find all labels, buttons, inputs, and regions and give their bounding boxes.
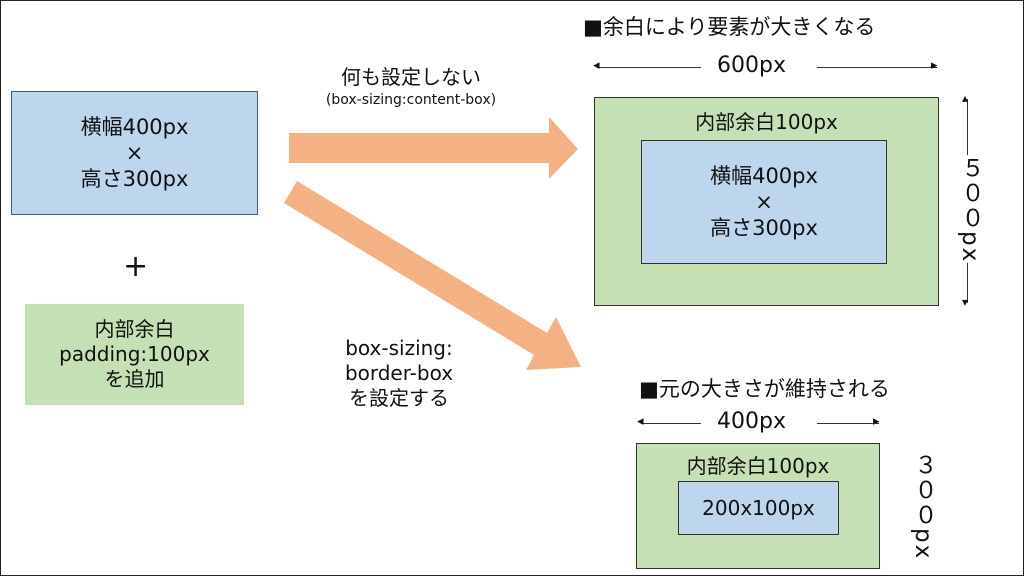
height-dimension-line-top-lower: [967, 263, 968, 303]
top-height-label: ５００px: [957, 156, 983, 264]
arrow-content-box: [289, 117, 578, 179]
arrowhead-left-top: ◂: [593, 58, 600, 73]
padding-box: 内部余白 padding:100px を追加: [25, 304, 244, 405]
arrowhead-down-top: ▾: [962, 295, 969, 309]
content-box-padding-label: 内部余白100px: [695, 110, 838, 134]
width-dimension-line-bottom-left: [641, 423, 701, 424]
result-top-heading: ■余白により要素が大きくなる: [583, 15, 876, 39]
no-setting-text: 何も設定しない: [341, 65, 481, 89]
border-box-outer: 内部余白100px: [636, 443, 880, 569]
original-size-box: 横幅400px × 高さ300px: [11, 91, 258, 215]
width-dimension-line-bottom-right: [817, 423, 879, 424]
times-symbol: ×: [125, 140, 144, 165]
padding-add-text: を追加: [104, 367, 165, 391]
border-box-line2: border-box: [344, 361, 454, 385]
inner-width-text: 横幅400px: [710, 163, 818, 188]
bottom-width-label: 400px: [717, 409, 786, 434]
border-box-padding-label: 内部余白100px: [686, 454, 830, 478]
content-box-caption: 何も設定しない (box-sizing:content-box): [286, 61, 536, 108]
top-width-label: 600px: [717, 53, 786, 78]
content-box-inner: 横幅400px × 高さ300px: [641, 140, 887, 264]
arrowhead-right-top: ▸: [931, 58, 938, 73]
width-dimension-line-top-right: [817, 67, 937, 68]
border-box-inner: 200x100px: [678, 481, 839, 535]
inner-height-text: 高さ300px: [710, 216, 818, 241]
border-box-inner-size: 200x100px: [702, 495, 815, 520]
inner-times-symbol: ×: [755, 189, 773, 214]
border-box-line1: box-sizing:: [345, 336, 453, 360]
border-box-caption: box-sizing: border-box を設定する: [319, 336, 479, 411]
arrowhead-up-top: ▴: [962, 91, 969, 105]
bottom-height-label: ３００px: [910, 453, 936, 561]
height-dimension-line-top: [967, 99, 968, 155]
original-height-text: 高さ300px: [80, 167, 189, 192]
arrowhead-left-bottom: ◂: [637, 414, 644, 429]
padding-value: padding:100px: [59, 342, 210, 366]
arrow-border-box: [284, 181, 581, 370]
arrowhead-right-bottom: ▸: [873, 414, 880, 429]
result-bottom-heading: ■元の大きさが維持される: [639, 377, 890, 401]
original-width-text: 横幅400px: [80, 114, 189, 139]
content-box-code: (box-sizing:content-box): [325, 92, 497, 108]
padding-title: 内部余白: [94, 317, 175, 341]
width-dimension-line-top-left: [597, 67, 701, 68]
plus-sign: +: [123, 249, 149, 284]
border-box-line3: を設定する: [349, 386, 449, 410]
